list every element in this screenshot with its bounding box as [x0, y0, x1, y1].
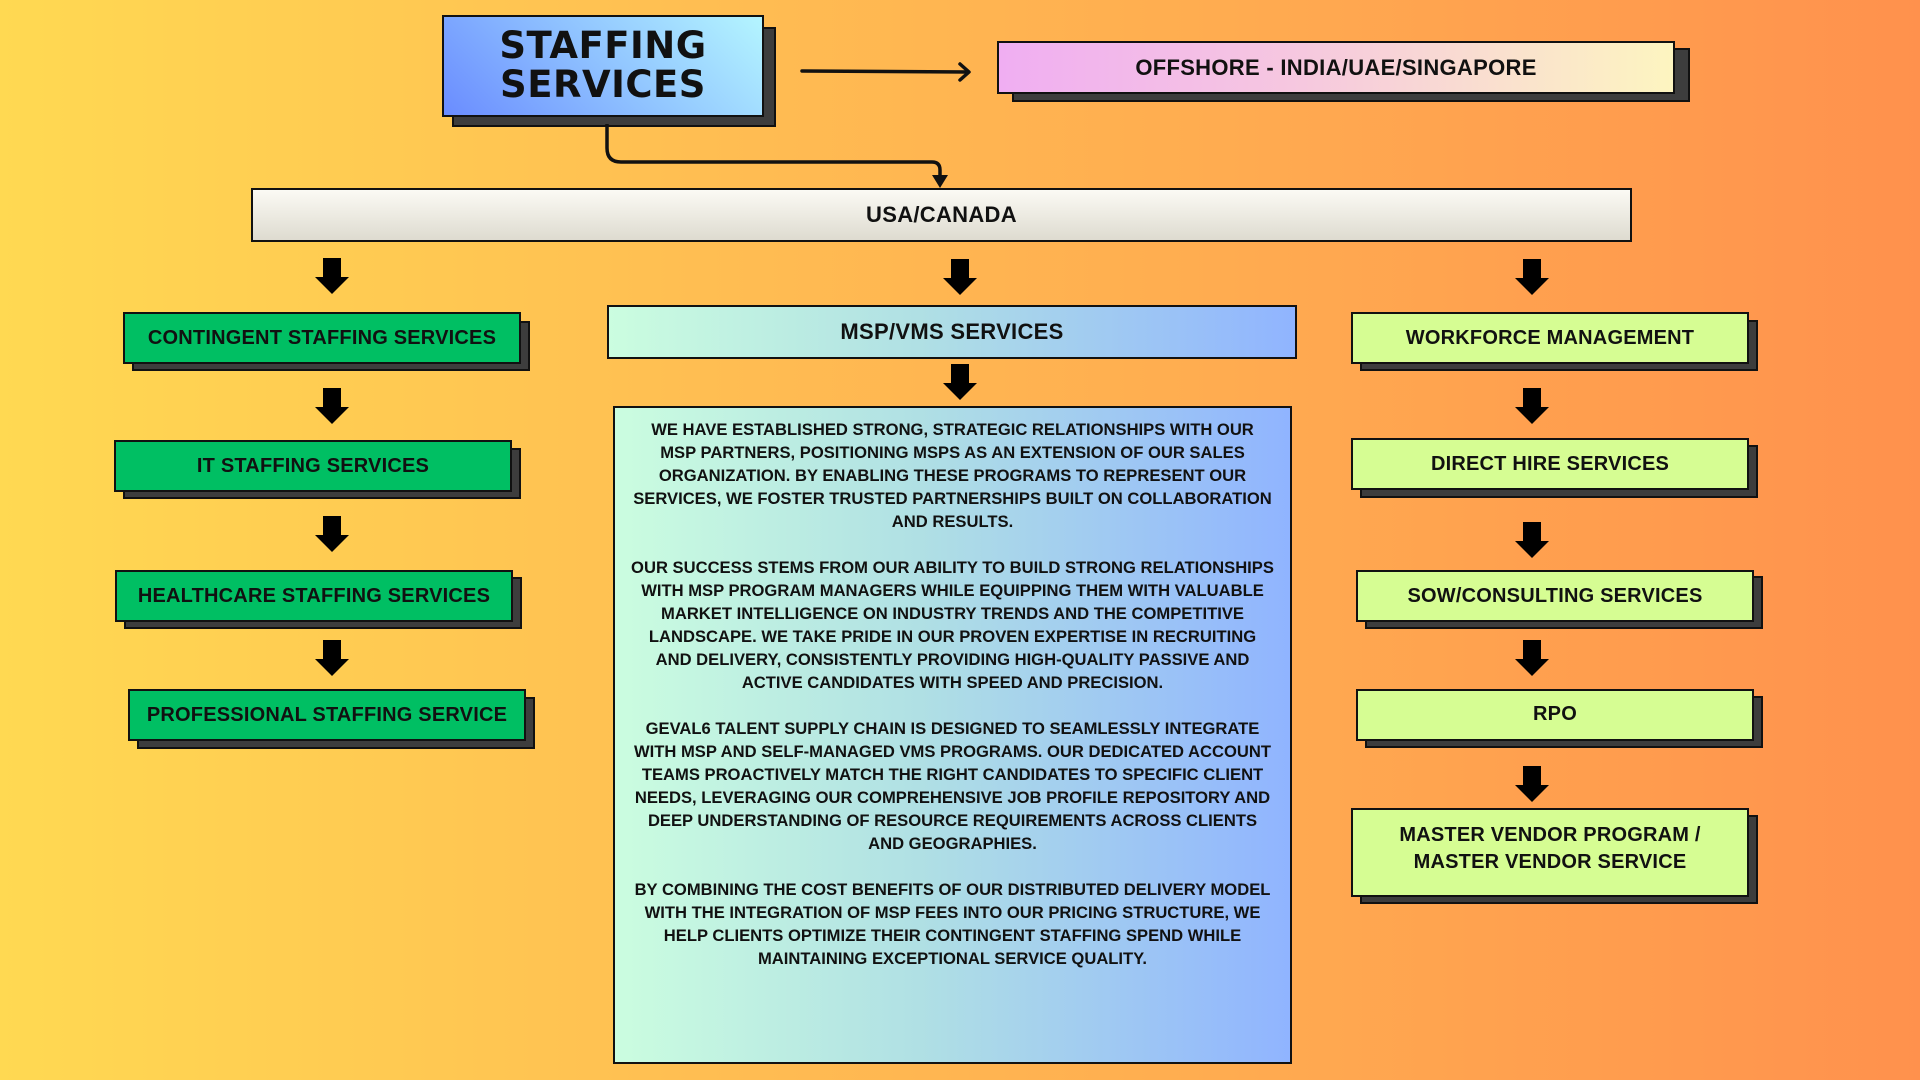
- node-label: WORKFORCE MANAGEMENT: [1405, 326, 1695, 349]
- node-workforce-management: WORKFORCE MANAGEMENT: [1351, 312, 1749, 364]
- node-label: DIRECT HIRE SERVICES: [1430, 452, 1670, 475]
- elbow-connector-arrow-icon: [605, 124, 948, 188]
- node-direct-hire: DIRECT HIRE SERVICES: [1351, 438, 1749, 490]
- node-label: RPO: [1533, 703, 1577, 725]
- arrow-down-icon: [1515, 259, 1549, 295]
- region-node-usa-canada: USA/CANADA: [251, 188, 1632, 242]
- offshore-node: OFFSHORE - INDIA/UAE/SINGAPORE: [997, 41, 1675, 94]
- arrow-down-icon: [1515, 522, 1549, 558]
- arrow-down-icon: [1515, 766, 1549, 802]
- msp-paragraph: WE HAVE ESTABLISHED STRONG, STRATEGIC RE…: [633, 420, 1272, 531]
- node-rpo: RPO: [1356, 689, 1754, 741]
- node-label-line1: MASTER VENDOR PROGRAM /: [1399, 824, 1701, 846]
- node-label: IT STAFFING SERVICES: [196, 454, 430, 477]
- node-label: PROFESSIONAL STAFFING SERVICE: [146, 703, 508, 726]
- node-sow-consulting: SOW/CONSULTING SERVICES: [1356, 570, 1754, 622]
- msp-description-box: WE HAVE ESTABLISHED STRONG, STRATEGIC RE…: [613, 406, 1292, 1064]
- region-label: USA/CANADA: [866, 202, 1017, 227]
- arrow-down-icon: [315, 640, 349, 676]
- offshore-label: OFFSHORE - INDIA/UAE/SINGAPORE: [1135, 54, 1537, 80]
- arrow-down-icon: [315, 516, 349, 552]
- node-healthcare-staffing: HEALTHCARE STAFFING SERVICES: [115, 570, 513, 622]
- node-label: SOW/CONSULTING SERVICES: [1407, 584, 1703, 607]
- arrow-down-icon: [315, 388, 349, 424]
- node-label: CONTINGENT STAFFING SERVICES: [147, 326, 497, 349]
- node-label: HEALTHCARE STAFFING SERVICES: [137, 584, 491, 607]
- msp-paragraph: GEVAL6 TALENT SUPPLY CHAIN IS DESIGNED T…: [633, 719, 1271, 853]
- msp-paragraph: OUR SUCCESS STEMS FROM OUR ABILITY TO BU…: [631, 558, 1274, 692]
- node-professional-staffing: PROFESSIONAL STAFFING SERVICE: [128, 689, 526, 741]
- arrow-down-icon: [1515, 388, 1549, 424]
- node-it-staffing: IT STAFFING SERVICES: [114, 440, 512, 492]
- node-label: MSP/VMS SERVICES: [840, 319, 1064, 344]
- arrow-down-icon: [1515, 640, 1549, 676]
- arrow-down-icon: [943, 364, 977, 400]
- root-title-line1: STAFFING: [499, 24, 707, 68]
- arrow-down-icon: [315, 258, 349, 294]
- arrow-down-icon: [943, 259, 977, 295]
- root-node-staffing-services: STAFFING SERVICES: [442, 15, 764, 117]
- arrow-right-icon: [800, 62, 971, 82]
- node-msp-vms-services: MSP/VMS SERVICES: [607, 305, 1297, 359]
- node-label-line2: MASTER VENDOR SERVICE: [1413, 851, 1687, 873]
- msp-paragraph: BY COMBINING THE COST BENEFITS OF OUR DI…: [634, 880, 1271, 968]
- root-title-line2: SERVICES: [500, 63, 706, 106]
- node-contingent-staffing: CONTINGENT STAFFING SERVICES: [123, 312, 521, 364]
- node-master-vendor: MASTER VENDOR PROGRAM / MASTER VENDOR SE…: [1351, 808, 1749, 897]
